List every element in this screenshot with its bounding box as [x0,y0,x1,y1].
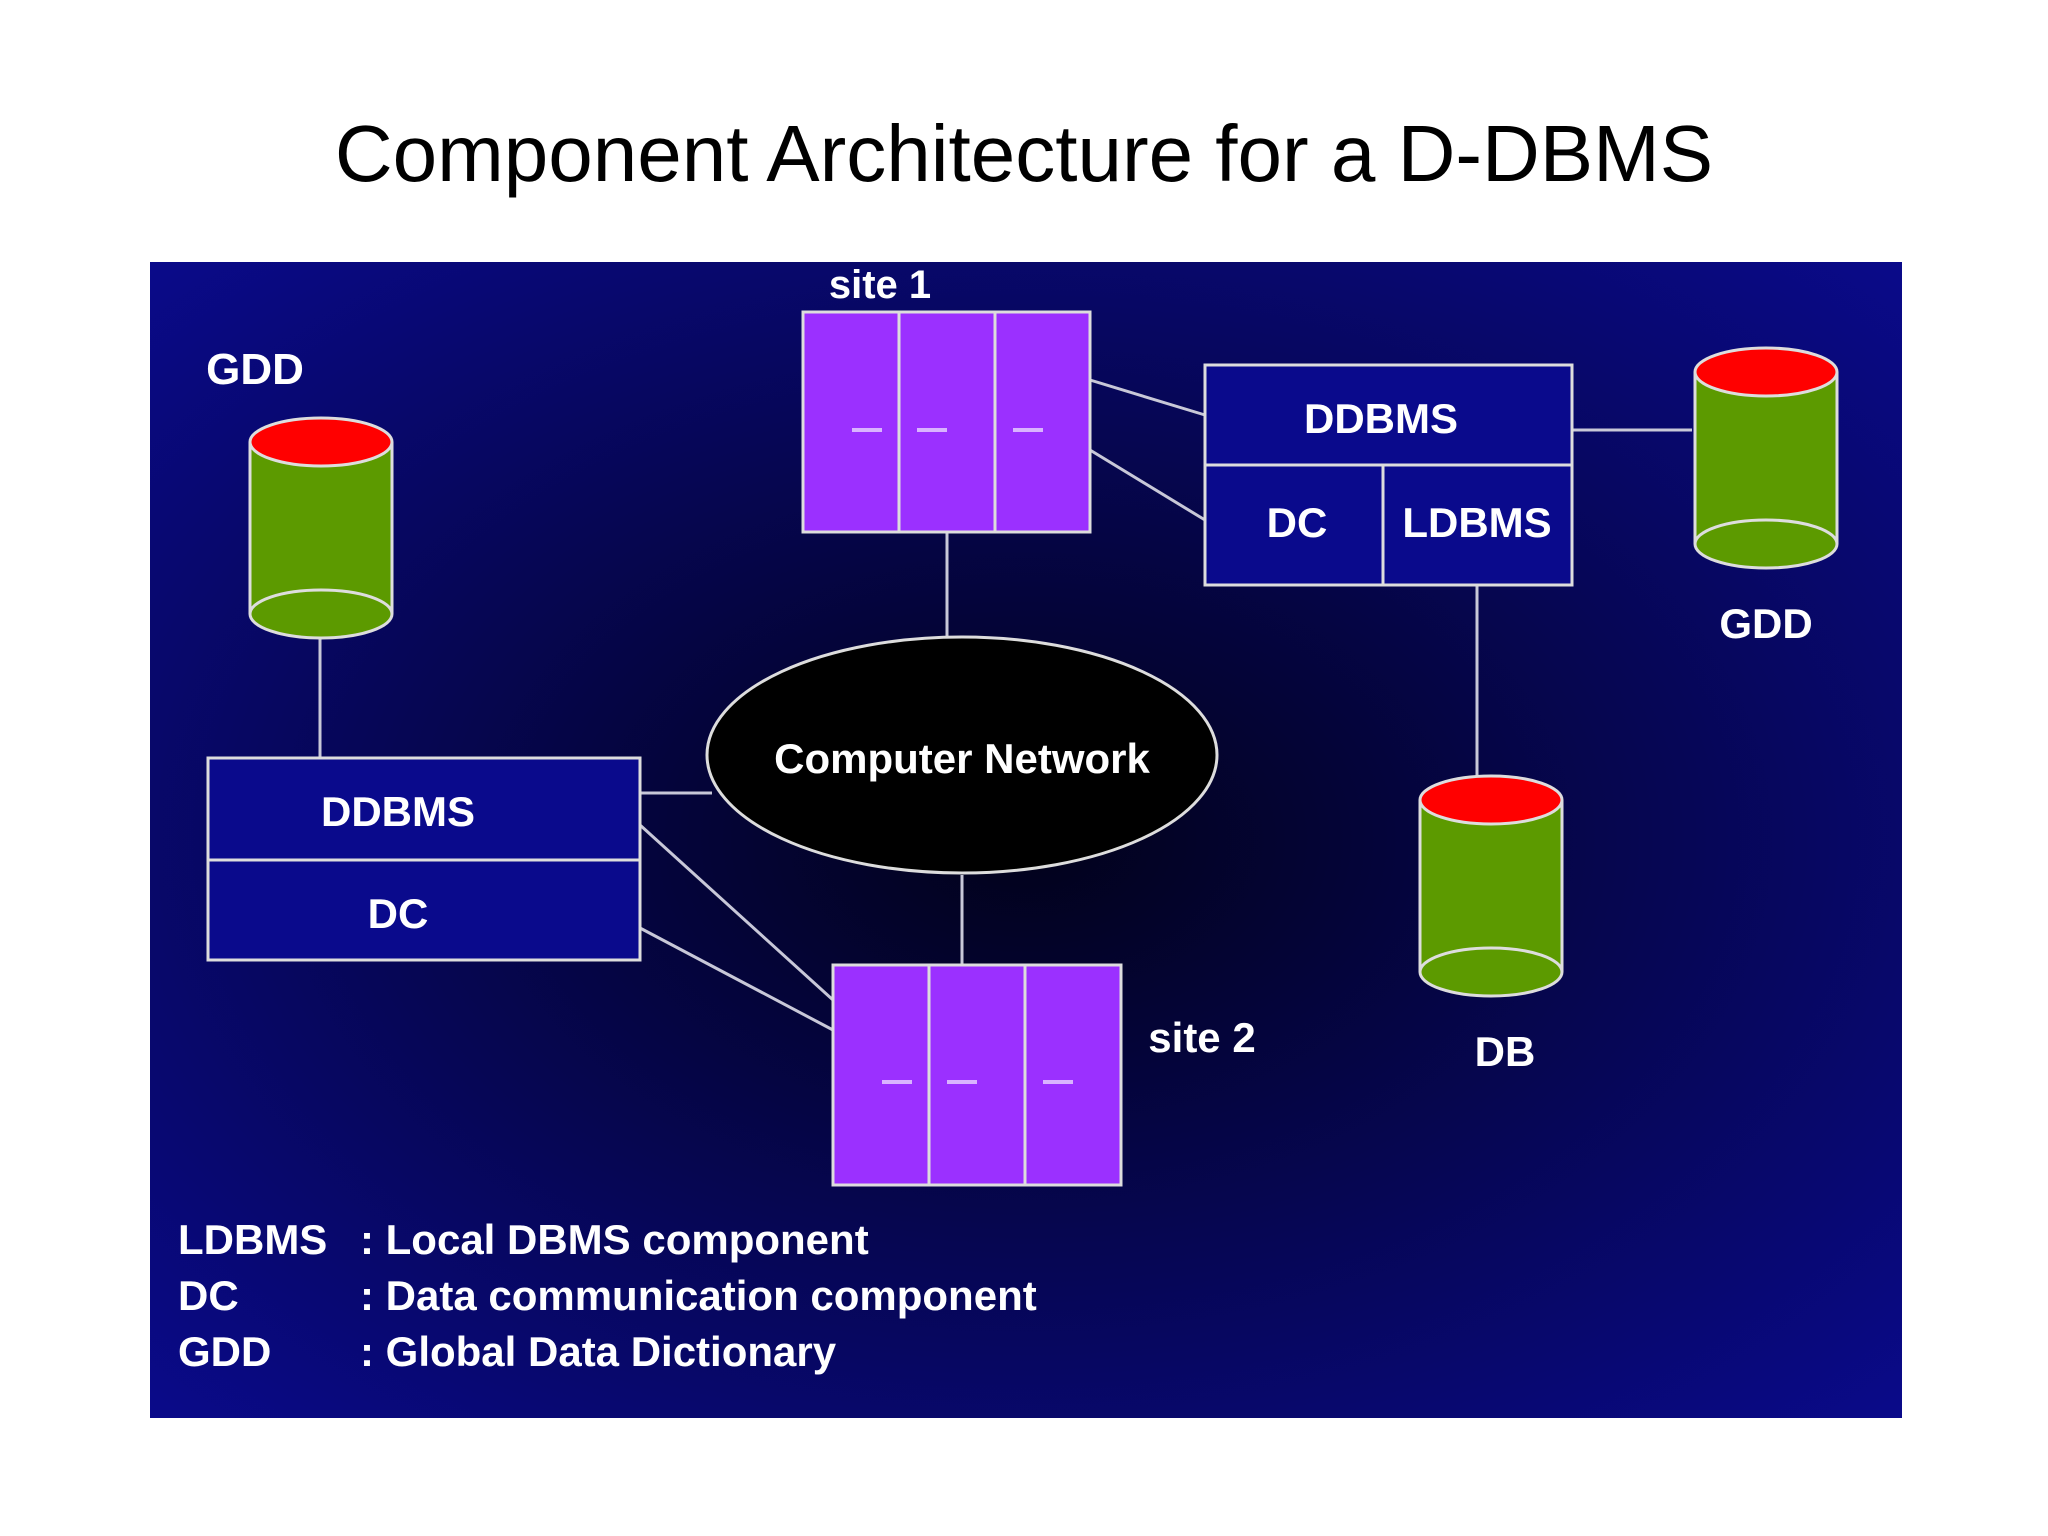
site2-ddbms-label: DDBMS [321,788,475,835]
site1-dc-box [1203,463,1385,587]
gdd-left-cylinder-icon [248,416,394,640]
site1-components: DDBMS DC LDBMS [1203,363,1574,587]
legend-term: LDBMS [178,1216,328,1263]
site2-box [831,963,1123,1187]
network-ellipse [705,635,1219,875]
db-cylinder-icon [1418,774,1564,998]
site1-label: site 1 [829,263,931,307]
site2-dc-label: DC [368,890,429,937]
site2-ddbms-box [206,756,642,862]
gdd-left-label: GDD [206,345,304,394]
site1-ldbms-box [1381,463,1574,587]
gdd-right-label: GDD [1719,600,1812,647]
line-site1-dc [1089,448,1206,522]
site1-ddbms-box [1203,363,1574,467]
slide-title: Component Architecture for a D-DBMS [334,109,1714,198]
site2-dc-box [206,858,642,962]
line-site2-ddbms [638,823,835,1002]
db-label: DB [1475,1028,1536,1075]
legend-desc: : Local DBMS component [360,1216,869,1263]
site1-dc-label: DC [1267,499,1328,546]
legend-desc: : Data communication component [360,1272,1037,1319]
network-label: Computer Network [774,735,1150,782]
connector-lines [318,378,1692,1032]
site2-components: DDBMS DC [206,756,642,962]
site1-ddbms-label: DDBMS [1304,395,1458,442]
line-site2-dc [639,926,834,1032]
site1-ldbms-label: LDBMS [1402,499,1551,546]
legend-term: GDD [178,1328,272,1375]
legend-desc: : Global Data Dictionary [360,1328,837,1375]
legend-row: GDD : Global Data Dictionary [178,1324,1037,1380]
legend-term: DC [178,1272,239,1319]
gdd-right-cylinder-icon [1693,346,1839,570]
legend-row: LDBMS : Local DBMS component [178,1212,1037,1268]
legend: LDBMS : Local DBMS component DC : Data c… [178,1212,1037,1380]
legend-row: DC : Data communication component [178,1268,1037,1324]
line-site1-ddbms [1089,378,1206,417]
site1-box [801,310,1092,534]
site2-label: site 2 [1148,1014,1255,1061]
